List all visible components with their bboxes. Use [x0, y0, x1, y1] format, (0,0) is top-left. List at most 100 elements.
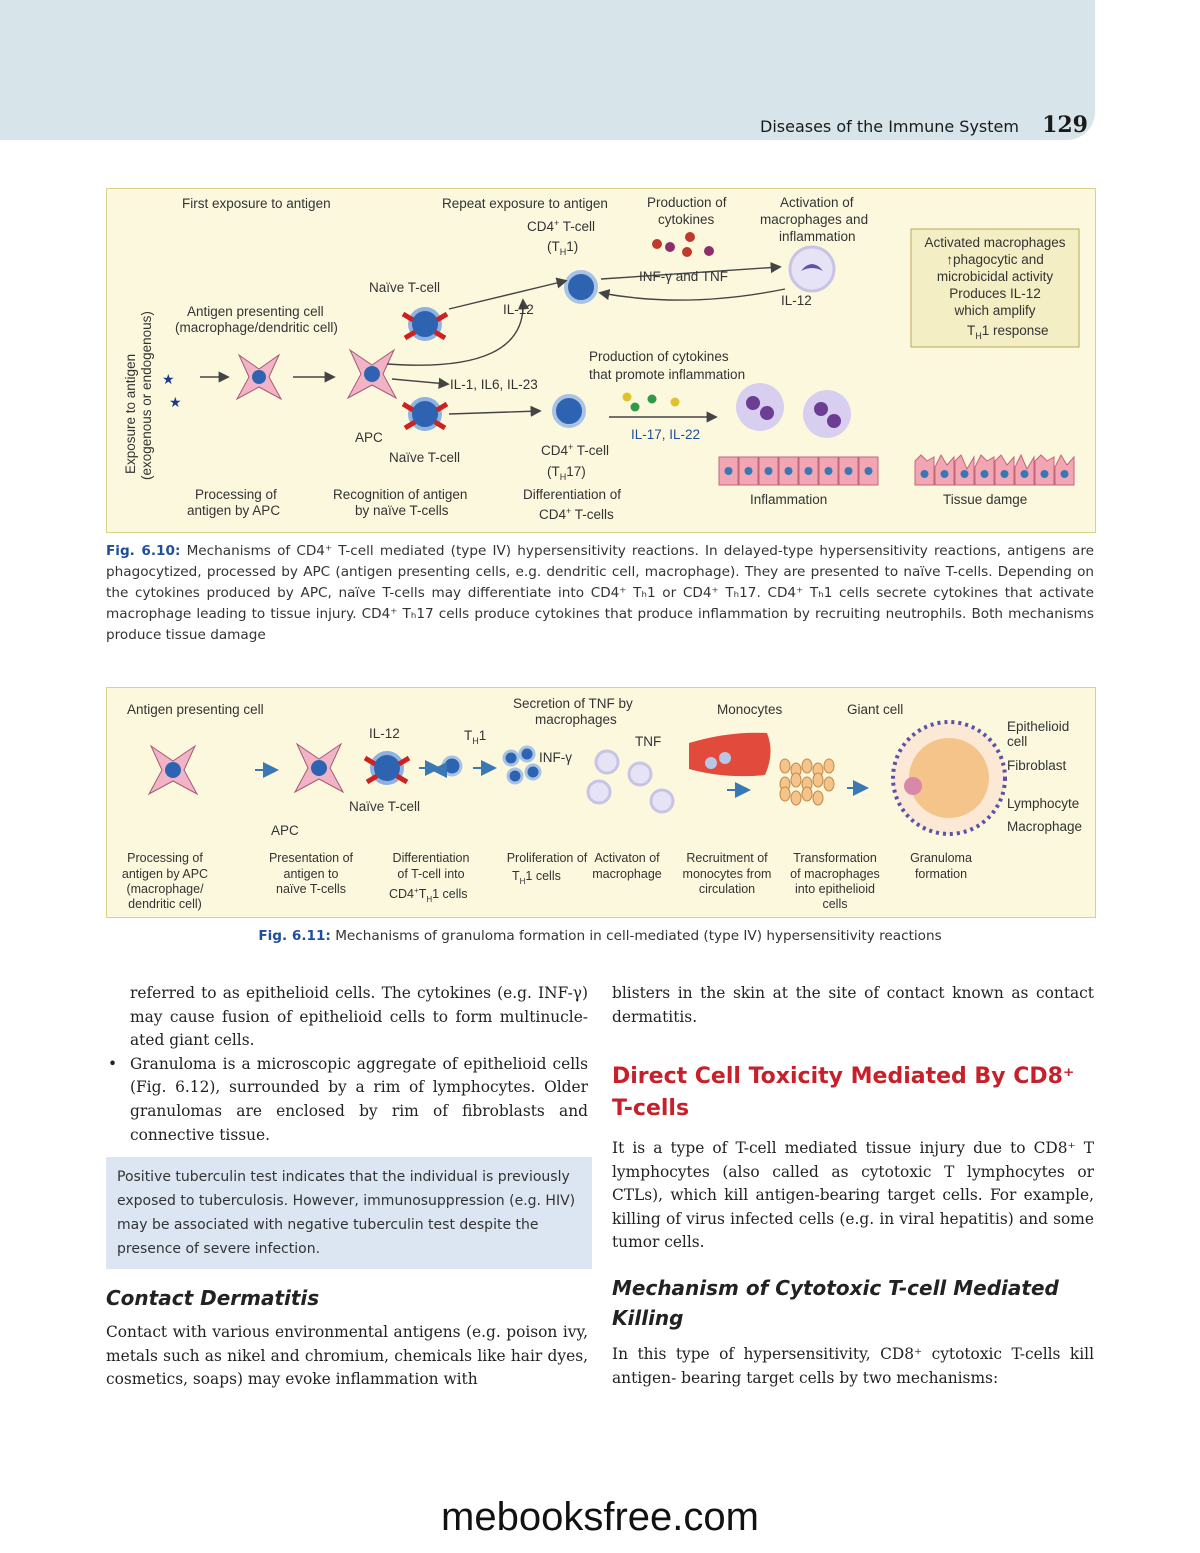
- svg-text:cytokines: cytokines: [658, 212, 715, 227]
- svg-text:(exogenous or endogenous): (exogenous or endogenous): [139, 311, 154, 480]
- svg-text:★: ★: [162, 372, 175, 388]
- figure-6-10-caption: Fig. 6.10: Mechanisms of CD4⁺ T-cell med…: [106, 541, 1094, 646]
- step-5: Activaton of: [594, 851, 660, 865]
- label-apc-short: APC: [355, 430, 383, 445]
- svg-text:★: ★: [169, 395, 182, 411]
- heading-cd8: Direct Cell Toxicity Mediated By CD8⁺ T-…: [612, 1061, 1094, 1125]
- th1-proliferation: [504, 747, 540, 783]
- tuberculin-note: Positive tuberculin test indicates that …: [106, 1157, 592, 1269]
- left-column: referred to as epithelioid cells. The cy…: [106, 982, 588, 1147]
- label-giant: Giant cell: [847, 702, 903, 717]
- heading-mechanism: Mechanism of Cytotoxic T-cell Mediated K…: [612, 1273, 1094, 1333]
- svg-text:(macrophage/: (macrophage/: [126, 882, 204, 896]
- step-4: Proliferation of: [507, 851, 588, 865]
- step-processing: Processing of: [195, 487, 277, 502]
- granuloma: [893, 722, 1005, 834]
- apc-left: [237, 355, 281, 399]
- bullet-granuloma: Granuloma is a microscopic aggregate of …: [106, 1053, 588, 1147]
- label-il12-b: IL-12: [781, 293, 812, 308]
- neutrophil-2: [803, 390, 851, 438]
- naive-tcell: [365, 753, 409, 783]
- svg-text:↑phagocytic and: ↑phagocytic and: [946, 252, 1044, 267]
- label-apc: Antigen presenting cell: [187, 304, 324, 319]
- step-6: Recruitment of: [686, 851, 768, 865]
- svg-text:which amplify: which amplify: [953, 303, 1035, 318]
- step-7: Transformation: [793, 851, 877, 865]
- svg-text:dendritic cell): dendritic cell): [128, 897, 202, 911]
- apc-cell-2: [295, 744, 343, 792]
- th17-cell: [554, 396, 584, 426]
- antigen-stars: ★ ★: [162, 372, 182, 411]
- svg-text:antigen by APC: antigen by APC: [122, 867, 208, 881]
- figure-6-10-diagram: Exposure to antigen (exogenous or endoge…: [107, 189, 1095, 532]
- step-recognition: Recognition of antigen: [333, 487, 467, 502]
- label-il-list: IL-1, IL6, IL-23: [450, 377, 538, 392]
- svg-text:antigen to: antigen to: [284, 867, 339, 881]
- paragraph-cd8: It is a type of T-cell mediated tissue i…: [612, 1137, 1094, 1255]
- svg-text:monocytes from: monocytes from: [683, 867, 772, 881]
- svg-text:TH1: TH1: [464, 728, 486, 746]
- label-production-cytokines: Production of: [647, 195, 727, 210]
- label-macrophage: Macrophage: [1007, 819, 1082, 834]
- label-first-exposure: First exposure to antigen: [182, 196, 331, 211]
- label-epithelioid: Epithelioid: [1007, 719, 1069, 734]
- paragraph-blisters: blisters in the skin at the site of cont…: [612, 982, 1094, 1029]
- label-monocytes: Monocytes: [717, 702, 783, 717]
- svg-text:inflammation: inflammation: [779, 229, 856, 244]
- naive-tcell-bottom: [403, 399, 447, 429]
- svg-text:formation: formation: [915, 867, 967, 881]
- figure-6-10: Exposure to antigen (exogenous or endoge…: [106, 188, 1096, 533]
- label-cd4-th17: CD4+ T-cell: [541, 442, 609, 458]
- svg-text:macrophages: macrophages: [535, 712, 617, 727]
- svg-text:TH1 cells: TH1 cells: [512, 869, 561, 886]
- th1-cell: [566, 272, 596, 302]
- step-1: Processing of: [127, 851, 203, 865]
- label-apc-title: Antigen presenting cell: [127, 702, 264, 717]
- activated-macrophages: [588, 751, 673, 812]
- label-naive: Naïve T-cell: [349, 799, 420, 814]
- step-differentiation: Differentiation of: [523, 487, 621, 502]
- svg-text:of T-cell into: of T-cell into: [397, 867, 464, 881]
- y-axis-label: Exposure to antigen (exogenous or endoge…: [123, 311, 154, 480]
- label-apc: APC: [271, 823, 299, 838]
- paragraph-giant-cells: referred to as epithelioid cells. The cy…: [106, 982, 588, 1053]
- running-head: Diseases of the Immune System 129: [760, 112, 1088, 138]
- svg-text:Produces IL-12: Produces IL-12: [949, 286, 1041, 301]
- label-cd4-th1: CD4+ T-cell: [527, 218, 595, 234]
- macrophage-cell: [790, 247, 834, 291]
- svg-text:CD4+TH1 cells: CD4+TH1 cells: [389, 886, 468, 904]
- svg-text:Activated macrophages: Activated macrophages: [924, 235, 1065, 250]
- damaged-tissue: [915, 455, 1074, 485]
- step-2: Presentation of: [269, 851, 354, 865]
- svg-text:microbicidal activity: microbicidal activity: [937, 269, 1054, 284]
- running-head-title: Diseases of the Immune System: [760, 117, 1019, 136]
- apc-center: [348, 350, 396, 398]
- neutrophil-1: [736, 383, 784, 431]
- label-il17: IL-17, IL-22: [631, 427, 700, 442]
- figure-6-11: Antigen presenting cell APC IL-12 Naïve …: [106, 687, 1096, 918]
- label-production-inflammation: Production of cytokines: [589, 349, 729, 364]
- label-activation: Activation of: [780, 195, 854, 210]
- svg-text:macrophages and: macrophages and: [760, 212, 868, 227]
- svg-text:circulation: circulation: [699, 882, 755, 896]
- page-number: 129: [1042, 112, 1088, 138]
- svg-text:into epithelioid: into epithelioid: [795, 882, 875, 896]
- svg-text:by naïve T-cells: by naïve T-cells: [355, 503, 449, 518]
- label-naive-top: Naïve T-cell: [369, 280, 440, 295]
- label-repeat-exposure: Repeat exposure to antigen: [442, 196, 608, 211]
- paragraph-contact-dermatitis: Contact with various environmental antig…: [106, 1321, 588, 1392]
- label-inf-tnf: INF-γ and TNF: [639, 269, 728, 284]
- svg-text:antigen by APC: antigen by APC: [187, 503, 280, 518]
- label-il12-a: IL-12: [503, 302, 534, 317]
- label-inflammation: Inflammation: [750, 492, 827, 507]
- label-lymphocyte: Lymphocyte: [1007, 796, 1079, 811]
- svg-text:naïve T-cells: naïve T-cells: [276, 882, 346, 896]
- figure-6-11-caption: Fig. 6.11: Mechanisms of granuloma forma…: [106, 928, 1094, 944]
- figure-6-11-diagram: Antigen presenting cell APC IL-12 Naïve …: [107, 688, 1095, 917]
- svg-text:(macrophage/dendritic cell): (macrophage/dendritic cell): [175, 320, 338, 335]
- label-tissue-damage: Tissue damge: [943, 492, 1027, 507]
- cytokines-top: [652, 232, 714, 257]
- svg-text:CD4+ T-cells: CD4+ T-cells: [539, 506, 614, 522]
- th1-cell: [443, 757, 461, 775]
- label-fibroblast: Fibroblast: [1007, 758, 1067, 773]
